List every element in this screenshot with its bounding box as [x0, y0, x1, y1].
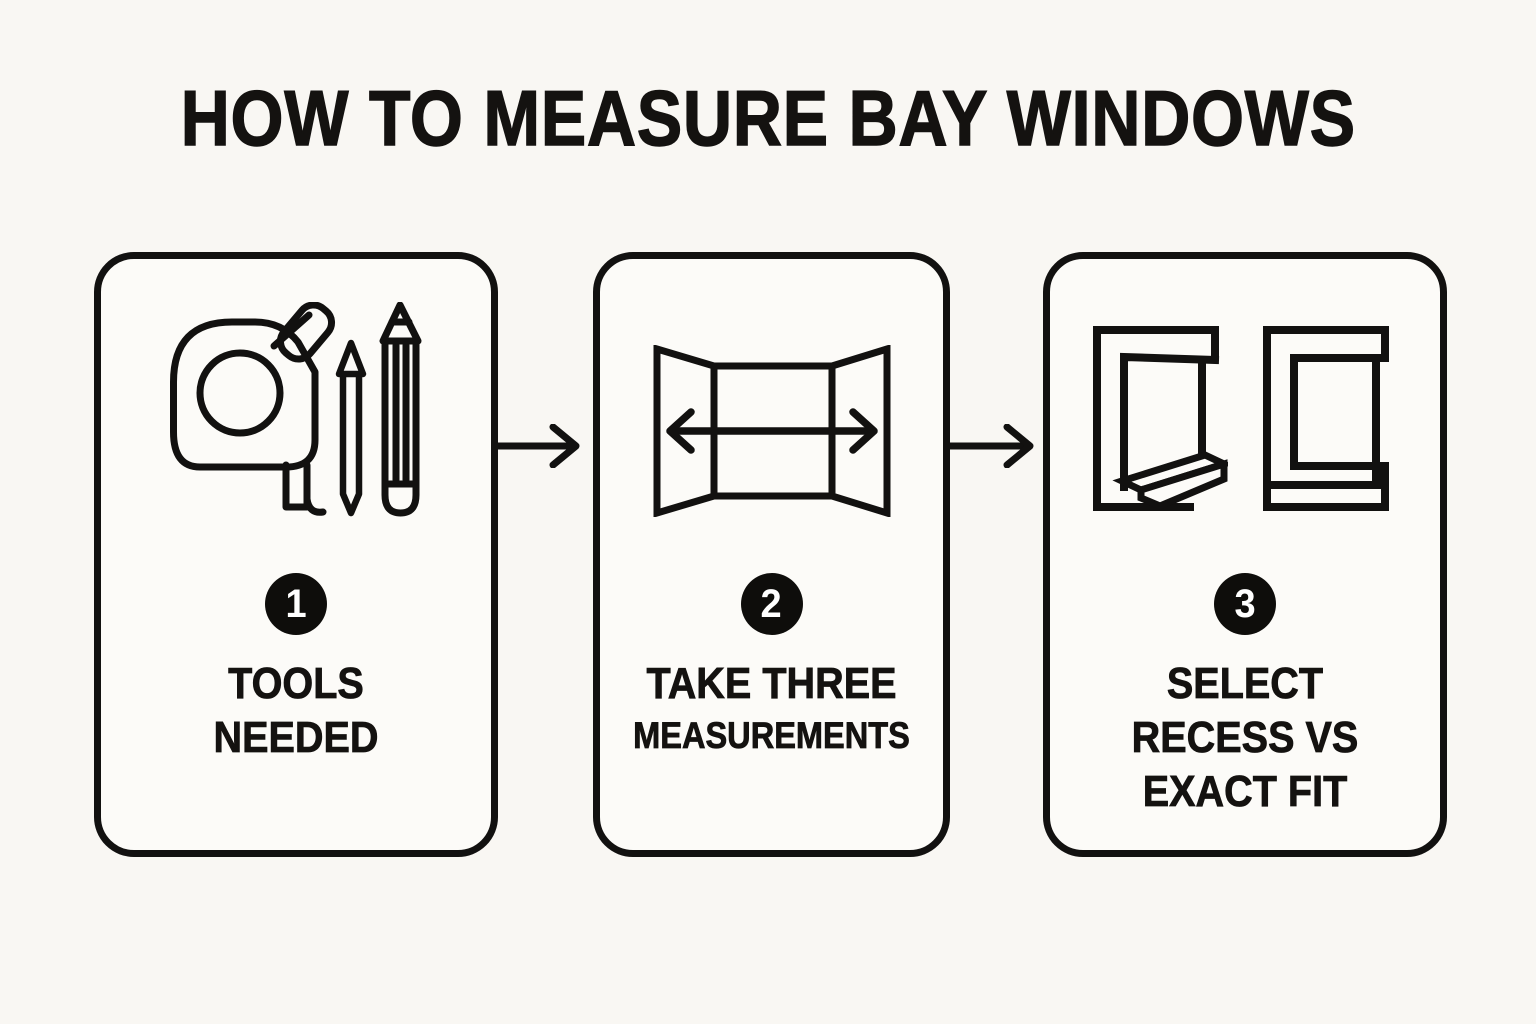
step-number: 1 [285, 582, 307, 626]
step-label: TOOLS NEEDED [101, 657, 491, 765]
step-number-badge: 2 [740, 573, 803, 635]
step-label: TAKE THREE MEASUREMENTS [600, 657, 943, 761]
step-card-recess-vs-exact-fit: 3 SELECT RECESS VS EXACT FIT [1043, 252, 1447, 857]
page-title-text: HOW TO MEASURE BAY WINDOWS [180, 74, 1356, 162]
page-title: HOW TO MEASURE BAY WINDOWS [0, 74, 1536, 162]
arrow-right-icon [946, 424, 1046, 468]
step-number: 2 [760, 582, 783, 626]
step-2-icon-wrap [600, 345, 943, 517]
recess-vs-exact-fit-icon [1050, 326, 1440, 511]
pencil-icon [379, 302, 422, 517]
measuring-tools-icon [170, 302, 422, 517]
step-card-take-measurements: 2 TAKE THREE MEASUREMENTS [593, 252, 950, 857]
step-card-tools-needed: 1 TOOLS NEEDED [94, 252, 498, 857]
frame-corner-block [1371, 462, 1389, 489]
step-label-line: MEASUREMENTS [633, 715, 910, 757]
step-label-line: TOOLS [228, 659, 364, 709]
step-label-line: EXACT FIT [1142, 767, 1348, 817]
exact-fit-frame-icon [1262, 326, 1389, 511]
step-label: SELECT RECESS VS EXACT FIT [1050, 657, 1440, 819]
tape-measure-icon [170, 302, 336, 516]
step-1-icon-wrap [101, 302, 491, 517]
step-label-line: SELECT [1166, 659, 1324, 709]
recessed-window-icon [1092, 326, 1228, 511]
double-arrow-icon [665, 408, 878, 454]
scribe-pencil-icon [335, 339, 367, 517]
bay-window-width-arrow-icon [653, 345, 890, 517]
arrow-right-icon [492, 424, 592, 468]
step-number-badge: 3 [1214, 573, 1276, 635]
step-label-line: TAKE THREE [646, 659, 897, 709]
step-label-line: NEEDED [213, 713, 379, 763]
window-sill-3d [1111, 451, 1228, 510]
step-number-badge: 1 [265, 573, 327, 635]
step-label-line: RECESS VS [1131, 713, 1359, 763]
step-number: 3 [1234, 582, 1256, 626]
